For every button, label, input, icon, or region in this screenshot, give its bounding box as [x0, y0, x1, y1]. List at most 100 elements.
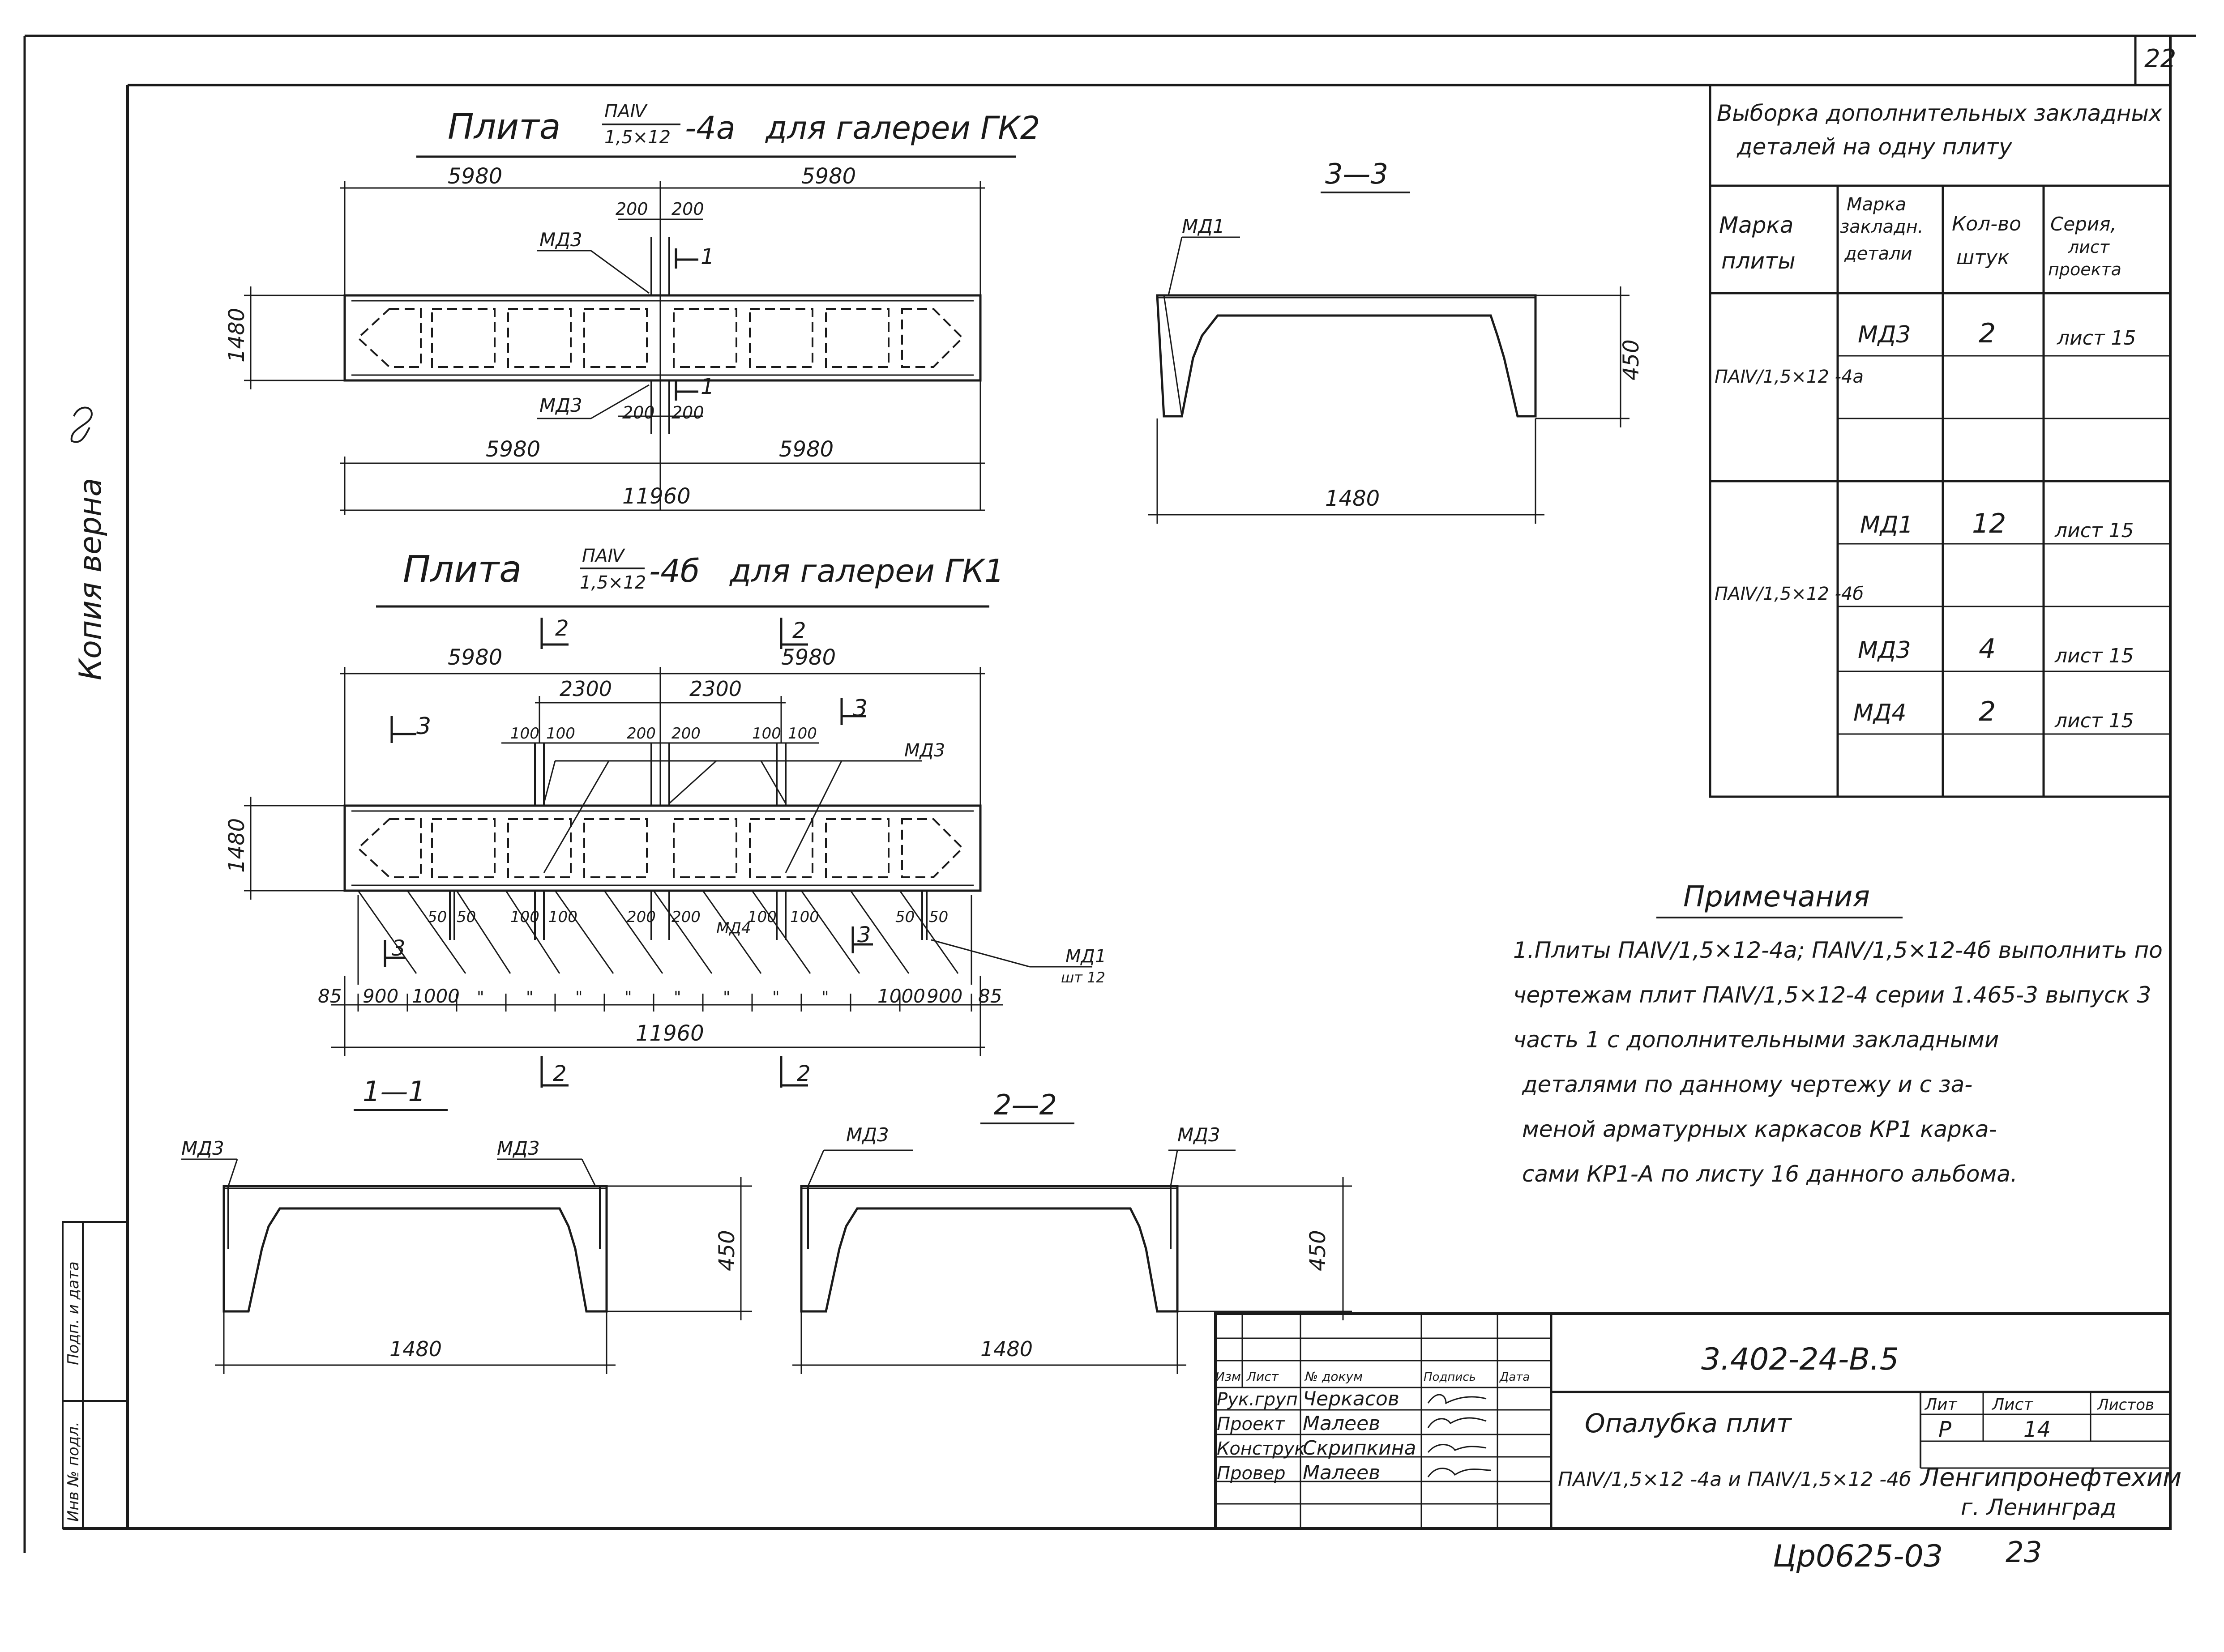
plate-a-section-mark-1-top: 1	[701, 244, 714, 269]
notes-line-4: деталями по данному чертежу и с за-	[1522, 1071, 1972, 1097]
plate-b-dim-total: 11960	[636, 1021, 704, 1046]
section-33-label: МД1	[1182, 215, 1225, 237]
plate-b-section-mark-2-tl: 2	[555, 616, 569, 641]
notes-line-6: сами КР1-А по листу 16 данного альбома.	[1522, 1161, 2018, 1187]
plate-a-label-md3-bottom: МД3	[539, 394, 582, 416]
chain-12: 900	[927, 985, 962, 1007]
chain-4: "	[526, 988, 534, 1007]
stamp-sheet-label: Лист	[1991, 1396, 2033, 1414]
plate-b-dim-2300-right: 2300	[689, 677, 742, 701]
plate-a-dim-top-left: 5980	[448, 164, 502, 189]
plate-b-dim-100-b: 100	[546, 725, 575, 743]
plate-b-dim-100-h: 100	[790, 908, 819, 926]
plate-a-dim-bottom-left: 5980	[486, 437, 540, 462]
stamp-org-line1: Ленгипронефтехим	[1920, 1463, 2181, 1492]
stamp-role-4: Провер	[1217, 1463, 1286, 1484]
side-stamp	[62, 1221, 128, 1529]
plate-a-plan	[244, 181, 985, 515]
plate-a-title: Плита ПАⅣ 1,5×12 -4а для галереи ГК2	[416, 101, 1040, 158]
plate-b-section-mark-3-left: 3	[416, 713, 431, 740]
table-row2-qty: 12	[1972, 508, 2006, 539]
plate-b-label-md3: МД3	[904, 740, 945, 761]
plate-b-dim-height: 1480	[224, 818, 249, 873]
table-row2-sheet: лист 15	[2054, 519, 2134, 542]
stamp-col-date: Дата	[1499, 1370, 1530, 1384]
plate-b-dim-top-right: 5980	[781, 645, 836, 670]
plate-a-dim-top-right: 5980	[801, 164, 856, 189]
stamp-name-3: Скрипкина	[1303, 1437, 1416, 1460]
chain-10: "	[821, 988, 829, 1007]
plate-b-plan	[244, 618, 1092, 1088]
table-header-series-3: проекта	[2048, 260, 2121, 279]
copy-signature	[70, 406, 93, 443]
section-33-drawing	[1148, 236, 1630, 524]
stamp-sheet-value: 14	[2023, 1417, 2051, 1442]
stamp-col-sign: Подпись	[1424, 1370, 1476, 1384]
table-header-part-2: закладн.	[1840, 217, 1924, 237]
table-header-part-1: Марка	[1847, 194, 1906, 215]
plate-a-title-den: 1,5×12	[604, 127, 671, 148]
plate-b-label-md4: МД4	[716, 919, 751, 937]
plate-b-section-mark-3-bl: 3	[392, 936, 406, 961]
stamp-sheets-label: Листов	[2096, 1396, 2154, 1414]
chain-11: 1000	[877, 985, 925, 1007]
plate-b-section-mark-2-br: 2	[797, 1061, 811, 1086]
plate-b-dim-100-g: 100	[748, 908, 777, 926]
plate-b-chain-dims: 85 900 1000 " " " " " " " " 1000 900 85	[318, 985, 1002, 1007]
chain-7: "	[674, 988, 681, 1007]
table-header-series-2: лист	[2068, 237, 2110, 257]
plate-b-label-md1: МД1	[1065, 946, 1106, 967]
plate-b-dim-2300-left: 2300	[560, 677, 612, 701]
notes-line-1: 1.Плиты ПАⅣ/1,5×12-4а; ПАⅣ/1,5×12-4б вып…	[1513, 937, 2163, 963]
section-22-label-left: МД3	[846, 1124, 889, 1146]
plate-a-dim-200-a: 200	[616, 199, 648, 219]
table-title-line1: Выборка дополнительных закладных	[1717, 100, 2162, 126]
section-22-title: 2—2	[994, 1089, 1057, 1121]
chain-13: 85	[978, 985, 1002, 1007]
section-11-label-right: МД3	[497, 1137, 540, 1159]
stamp-role-2: Проект	[1217, 1414, 1286, 1434]
stamp-signatures	[1427, 1394, 1491, 1477]
plate-b-dim-50-c: 50	[895, 908, 915, 926]
plate-b-dim-100-d: 100	[788, 725, 817, 743]
section-33-dim-height: 450	[1619, 339, 1644, 380]
table-title-line2: деталей на одну плиту	[1736, 134, 2013, 160]
plate-a-title-tail: для галереи ГК2	[765, 110, 1040, 146]
stamp-col-izm: Изм	[1215, 1369, 1241, 1384]
notes-line-3: часть 1 с дополнительными закладными	[1513, 1027, 1999, 1053]
plate-a-dim-200-b: 200	[671, 199, 704, 219]
plate-a-title-num: ПАⅣ	[604, 101, 648, 122]
table-row3-qty: 4	[1979, 633, 1996, 665]
table-plate-a-mark: ПАⅣ/1,5×12 -4а	[1715, 367, 1864, 387]
section-22-dim-height: 450	[1305, 1230, 1330, 1271]
table-row3-part: МД3	[1858, 637, 1911, 664]
plate-b-dim-100-a: 100	[510, 725, 539, 743]
copy-note: Копия верна	[73, 478, 108, 680]
section-11-label-left: МД3	[181, 1137, 224, 1159]
plate-a-section-mark-1-bottom: 1	[701, 374, 714, 399]
plate-b-dim-200-c: 200	[627, 908, 656, 926]
plate-b-section-mark-3-right: 3	[853, 695, 868, 722]
plate-b-title-num: ПАⅣ	[582, 546, 625, 566]
plate-a-dim-bottom-right: 5980	[779, 437, 834, 462]
section-11-dim-height: 450	[714, 1230, 740, 1271]
stamp-name-2: Малеев	[1303, 1412, 1380, 1435]
plate-b-dim-100-c: 100	[752, 725, 781, 743]
section-22-dim-width: 1480	[980, 1337, 1033, 1361]
plate-b-dim-50-b: 50	[457, 908, 476, 926]
section-11-drawing	[181, 1158, 752, 1374]
table-row3-sheet: лист 15	[2054, 645, 2134, 667]
chain-1: 900	[363, 985, 398, 1007]
plate-b-dim-50-a: 50	[428, 908, 447, 926]
plate-a-dim-height: 1480	[224, 308, 249, 363]
stamp-title-line2: ПАⅣ/1,5×12 -4а и ПАⅣ/1,5×12 -4б	[1558, 1468, 1911, 1491]
table-row1-sheet: лист 15	[2057, 327, 2136, 350]
notes-heading: Примечания	[1683, 880, 1870, 914]
bottom-code: Цр0625-03	[1773, 1539, 1943, 1574]
section-11-dim-width: 1480	[389, 1337, 442, 1361]
plate-a-dim-200-d: 200	[671, 403, 704, 423]
stamp-col-doc: № докум	[1304, 1369, 1363, 1384]
plate-a-dim-total: 11960	[622, 484, 691, 509]
side-label-inv: Инв № подл.	[64, 1421, 82, 1522]
